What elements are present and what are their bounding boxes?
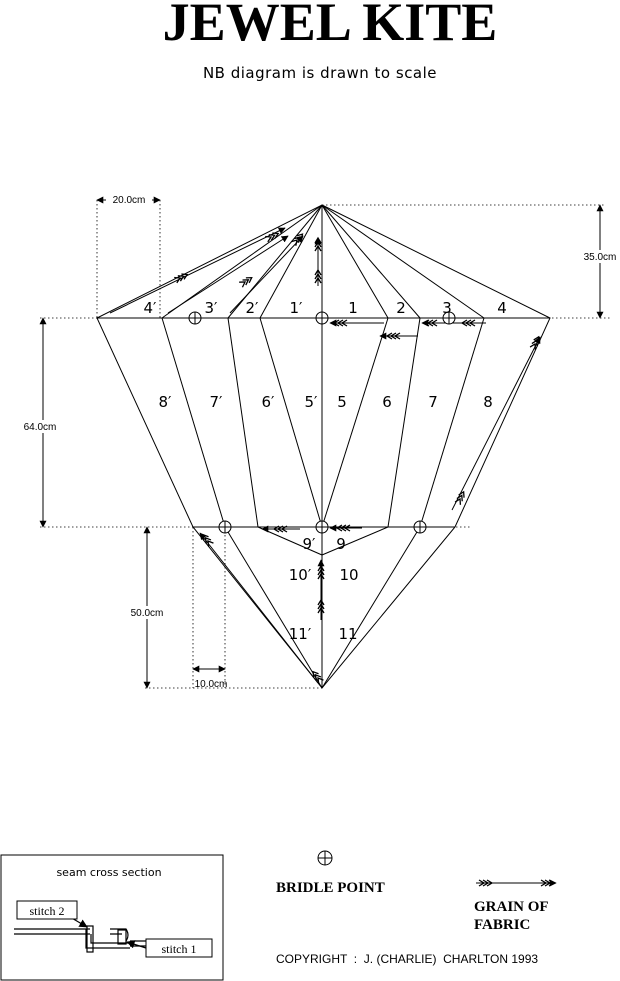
panel-label: 8′ <box>159 393 173 411</box>
panel-label: 2′ <box>246 299 260 317</box>
panel-label: 1′ <box>290 299 304 317</box>
panel-label: 4′ <box>144 299 158 317</box>
panel-label: 4 <box>497 299 507 317</box>
panel-label: 3′ <box>205 299 219 317</box>
copyright: COPYRIGHT : J. (CHARLIE) CHARLTON 1993 <box>276 952 538 966</box>
panel-labels: 4′ 3′ 2′ 1′ 1 2 3 4 8′ 7′ 6′ 5′ 5 6 7 8 … <box>144 299 507 643</box>
kite-outline <box>96 204 551 689</box>
dimension-height-mid: 64.0cm <box>24 422 57 433</box>
legend-grain: GRAIN OF FABRIC <box>474 879 557 933</box>
seam-cross-section: seam cross section stitch 2 stitch 1 <box>0 854 224 981</box>
bridle-points <box>188 311 456 534</box>
panel-label: 7 <box>428 393 438 411</box>
dimension-width-bottom: 10.0cm <box>195 679 228 690</box>
dimension-height-bottom: 50.0cm <box>131 608 164 619</box>
panel-label: 5′ <box>305 393 319 411</box>
panel-label: 2 <box>396 299 406 317</box>
stitch-2-label: stitch 2 <box>30 904 65 918</box>
page-title: JEWEL KITE <box>163 0 498 52</box>
dimension-width-top: 20.0cm <box>113 195 146 206</box>
bridle-point-label: BRIDLE POINT <box>276 880 385 896</box>
seam-title: seam cross section <box>56 866 161 879</box>
panel-label: 11 <box>338 625 357 643</box>
panel-label: 1 <box>348 299 358 317</box>
panel-label: 9′ <box>303 535 317 553</box>
panel-label: 11′ <box>289 625 312 643</box>
panel-label: 6′ <box>262 393 276 411</box>
grain-arrows <box>109 227 541 684</box>
legend-bridle: BRIDLE POINT <box>276 850 385 896</box>
page-subtitle: NB diagram is drawn to scale <box>203 64 437 82</box>
panel-label: 5 <box>337 393 347 411</box>
panel-label: 10′ <box>289 566 312 584</box>
grain-label-line1: GRAIN OF <box>474 899 549 915</box>
panel-label: 6 <box>382 393 392 411</box>
grain-label-line2: FABRIC <box>474 917 530 933</box>
panel-label: 8 <box>483 393 493 411</box>
stitch-1-label: stitch 1 <box>162 942 197 956</box>
panel-label: 9 <box>336 535 346 553</box>
panel-label: 10 <box>339 566 358 584</box>
dimension-height-top: 35.0cm <box>584 252 617 263</box>
panel-label: 7′ <box>210 393 224 411</box>
panel-label: 3 <box>442 299 452 317</box>
